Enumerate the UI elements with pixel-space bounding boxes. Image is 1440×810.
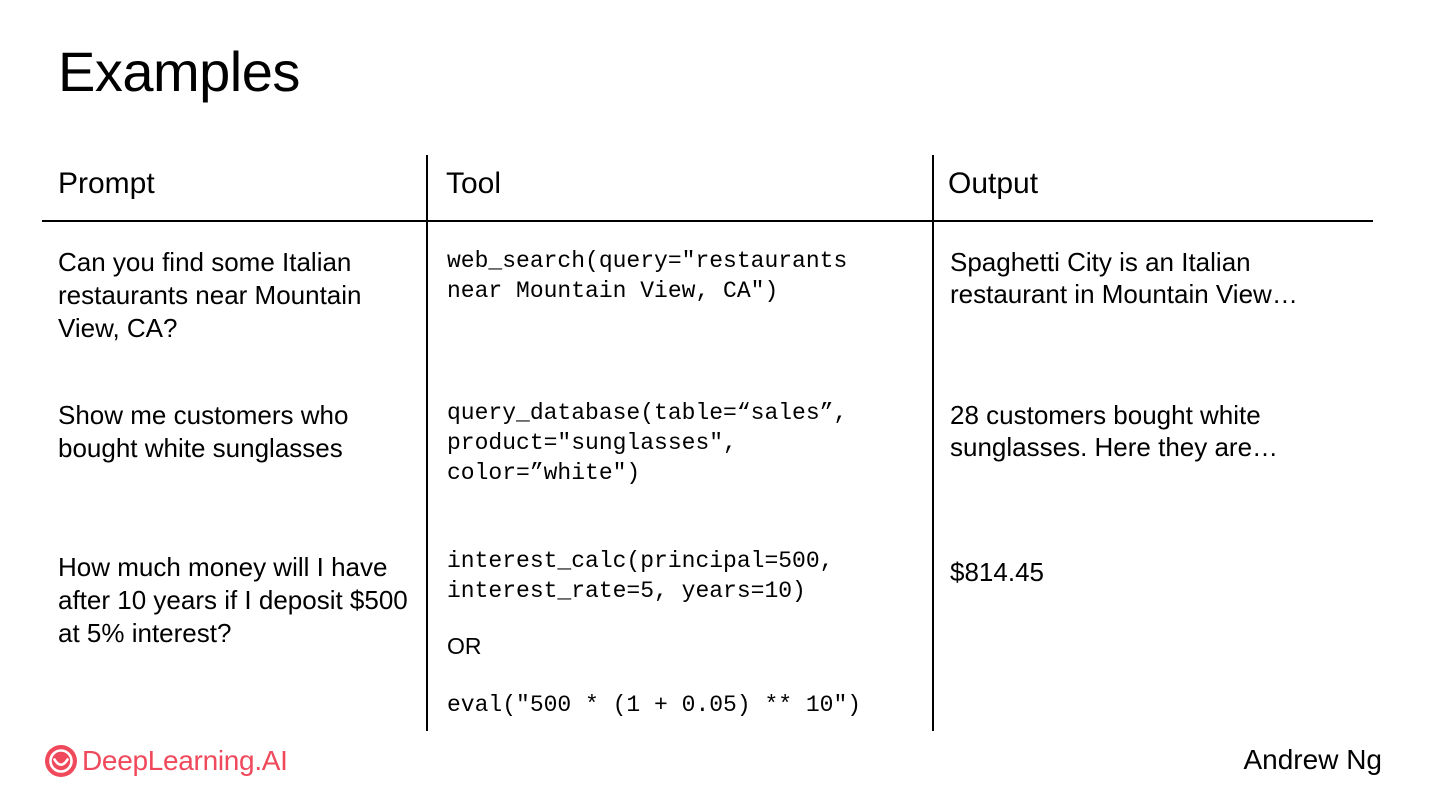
row-1-prompt: Can you find some Italian restaurants ne… [58,247,362,343]
row-2-output: 28 customers bought white sunglasses. He… [950,400,1279,462]
deeplearning-ai-logo: DeepLearning.AI [44,744,288,778]
deeplearning-ai-logo-icon [45,745,77,777]
row-3-tool: interest_calc(principal=500, interest_ra… [447,548,834,604]
row-2-tool: query_database(table=“sales”, product="s… [447,400,848,486]
header-tool: Tool [446,167,502,200]
header-prompt: Prompt [58,167,155,200]
header-divider [42,220,1373,222]
row-3-tool-or: OR [447,633,482,659]
author-name: Andrew Ng [1243,744,1382,775]
row-1-tool: web_search(query="restaurants near Mount… [447,248,848,304]
column-divider [426,155,428,731]
row-1-output: Spaghetti City is an Italian restaurant … [950,247,1298,309]
brand-name: DeepLearning.AI [82,745,288,776]
row-2-prompt: Show me customers who bought white sungl… [58,400,349,463]
header-output: Output [948,167,1039,200]
column-divider [932,155,934,731]
slide-title: Examples [58,40,300,103]
row-3-tool-alt: eval("500 * (1 + 0.05) ** 10") [447,692,862,718]
row-3-output: $814.45 [950,557,1044,587]
row-3-prompt: How much money will I have after 10 year… [58,552,408,648]
